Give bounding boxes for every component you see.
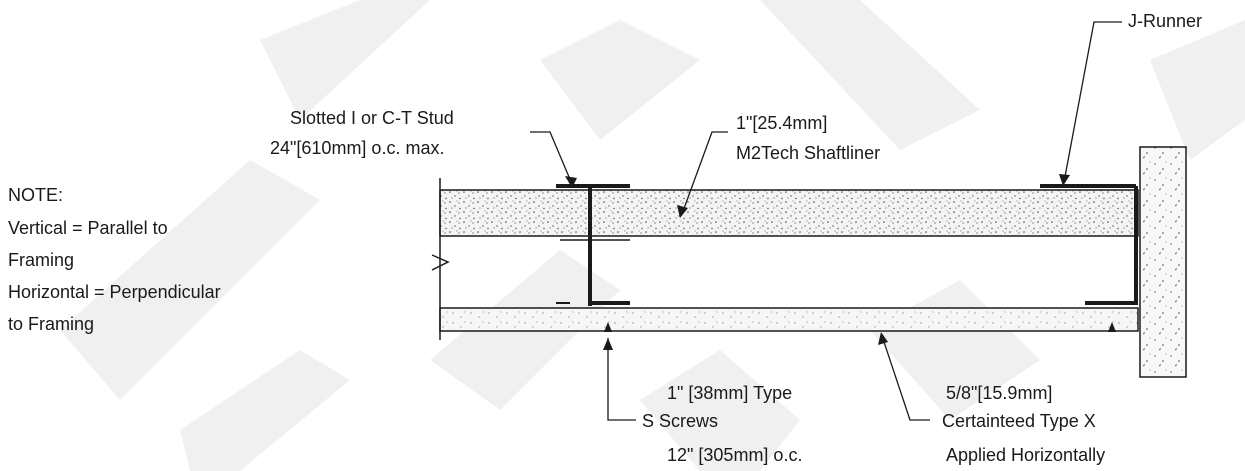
stud-leader [530,131,573,185]
shaftliner-leader [681,131,728,215]
concrete-column [1139,146,1187,378]
note-line: Framing [8,250,75,270]
note-line: Horizontal = Perpendicular [8,282,221,302]
shaftliner-board [439,189,1139,237]
screws-leader [607,338,636,421]
note-line: to Framing [8,314,95,334]
gypsum-application-label: Applied Horizontally [946,445,1106,465]
gypsum-type-label: Certainteed Type X [942,411,1096,431]
shaftliner-thickness-label: 1"[25.4mm] [736,113,828,133]
screw-mark [604,322,612,332]
screws-spacing-label: 12" [305mm] o.c. [667,445,803,465]
stud-label: Slotted I or C-T Stud [290,108,454,128]
j-runner-label: J-Runner [1128,11,1203,31]
screw-mark [1108,322,1116,332]
note-line: Vertical = Parallel to [8,218,168,238]
screws-size-label: 1" [38mm] Type [667,383,793,403]
gypsum-thickness-label: 5/8"[15.9mm] [946,383,1053,403]
stud [556,184,630,306]
j-runner [1040,184,1138,305]
note-heading: NOTE: [8,185,64,205]
shaftliner-label: M2Tech Shaftliner [736,143,881,163]
j-runner-leader [1063,21,1122,183]
screws-type-label: S Screws [642,411,719,431]
gypsum-leader [881,335,930,421]
gypsum-board [439,307,1139,332]
stud-spacing-label: 24"[610mm] o.c. max. [270,138,445,158]
